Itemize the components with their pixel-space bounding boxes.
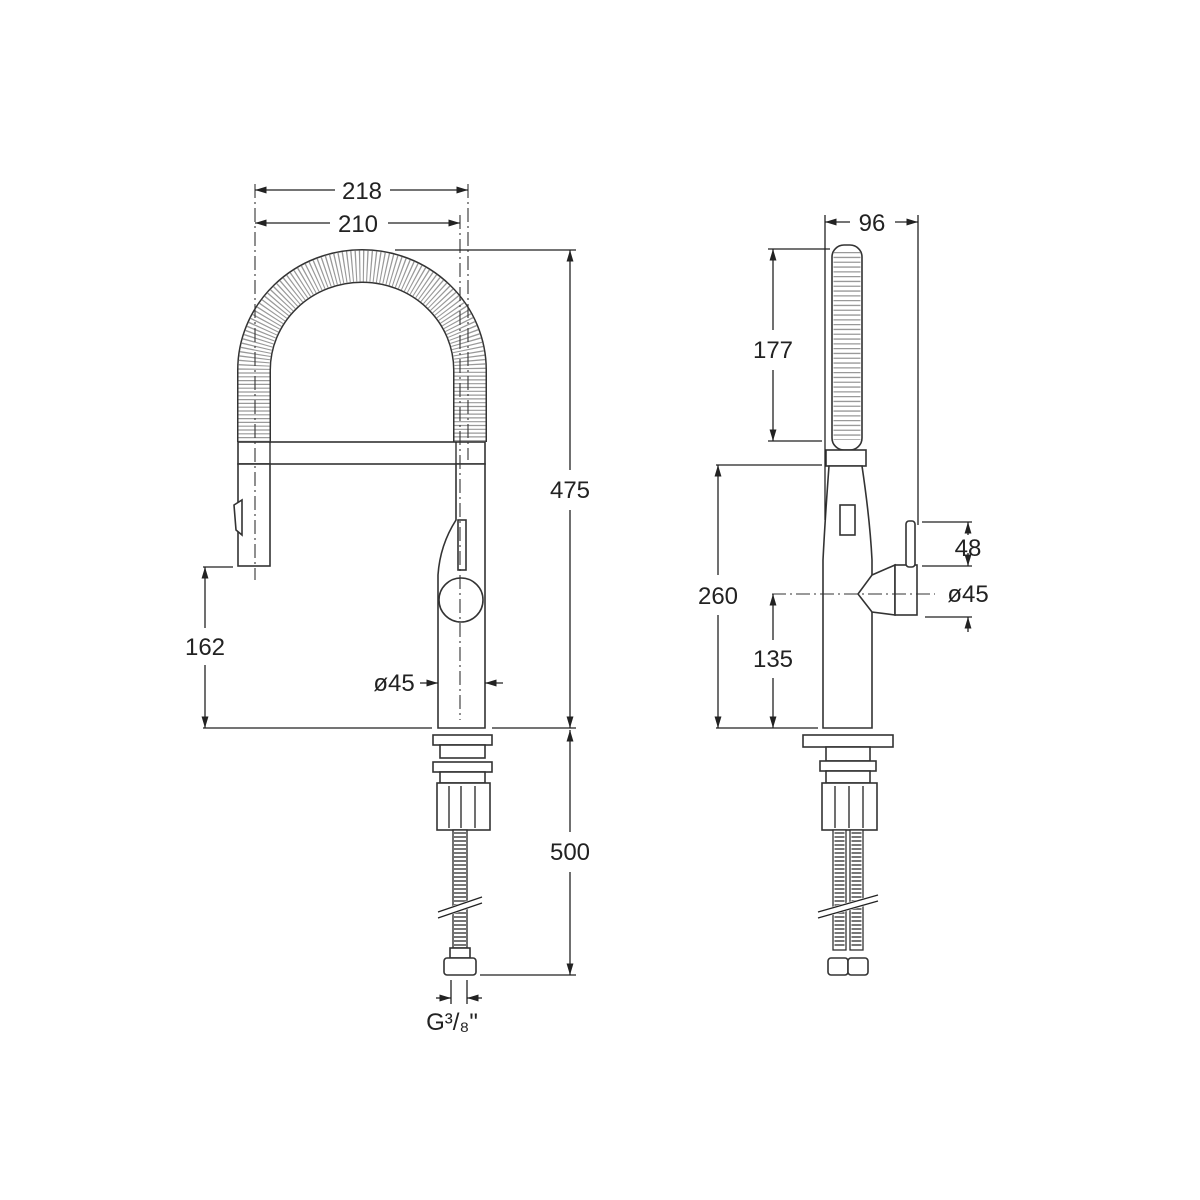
dim-260: 260 bbox=[698, 583, 738, 610]
front-view: 218 210 475 162 ø45 500 G³/₈" bbox=[185, 178, 590, 1036]
mounting-nut bbox=[436, 782, 491, 831]
side-spring-hose bbox=[831, 244, 863, 451]
side-view: 96 177 260 135 48 ø45 bbox=[698, 210, 989, 976]
dim-135: 135 bbox=[753, 646, 793, 673]
spray-head bbox=[237, 463, 271, 567]
hose-connector-nut bbox=[443, 957, 477, 976]
dim-48: 48 bbox=[955, 535, 982, 562]
spray-trigger bbox=[233, 498, 243, 537]
dim-96: 96 bbox=[859, 210, 886, 237]
dim-177: 177 bbox=[753, 337, 793, 364]
side-lever-stick bbox=[905, 520, 916, 568]
dim-front-diameter: ø45 bbox=[373, 670, 414, 697]
lever-handle bbox=[438, 577, 484, 623]
dim-connection-thread: G³/₈" bbox=[426, 1009, 478, 1036]
dim-500: 500 bbox=[550, 839, 590, 866]
crossbar bbox=[237, 441, 486, 465]
dim-side-diameter: ø45 bbox=[947, 581, 988, 608]
dim-162: 162 bbox=[185, 634, 225, 661]
side-lever-handle bbox=[894, 564, 918, 616]
dim-218: 218 bbox=[342, 178, 382, 205]
dim-210: 210 bbox=[338, 211, 378, 238]
side-faucet-body bbox=[822, 465, 873, 729]
dim-475: 475 bbox=[550, 477, 590, 504]
